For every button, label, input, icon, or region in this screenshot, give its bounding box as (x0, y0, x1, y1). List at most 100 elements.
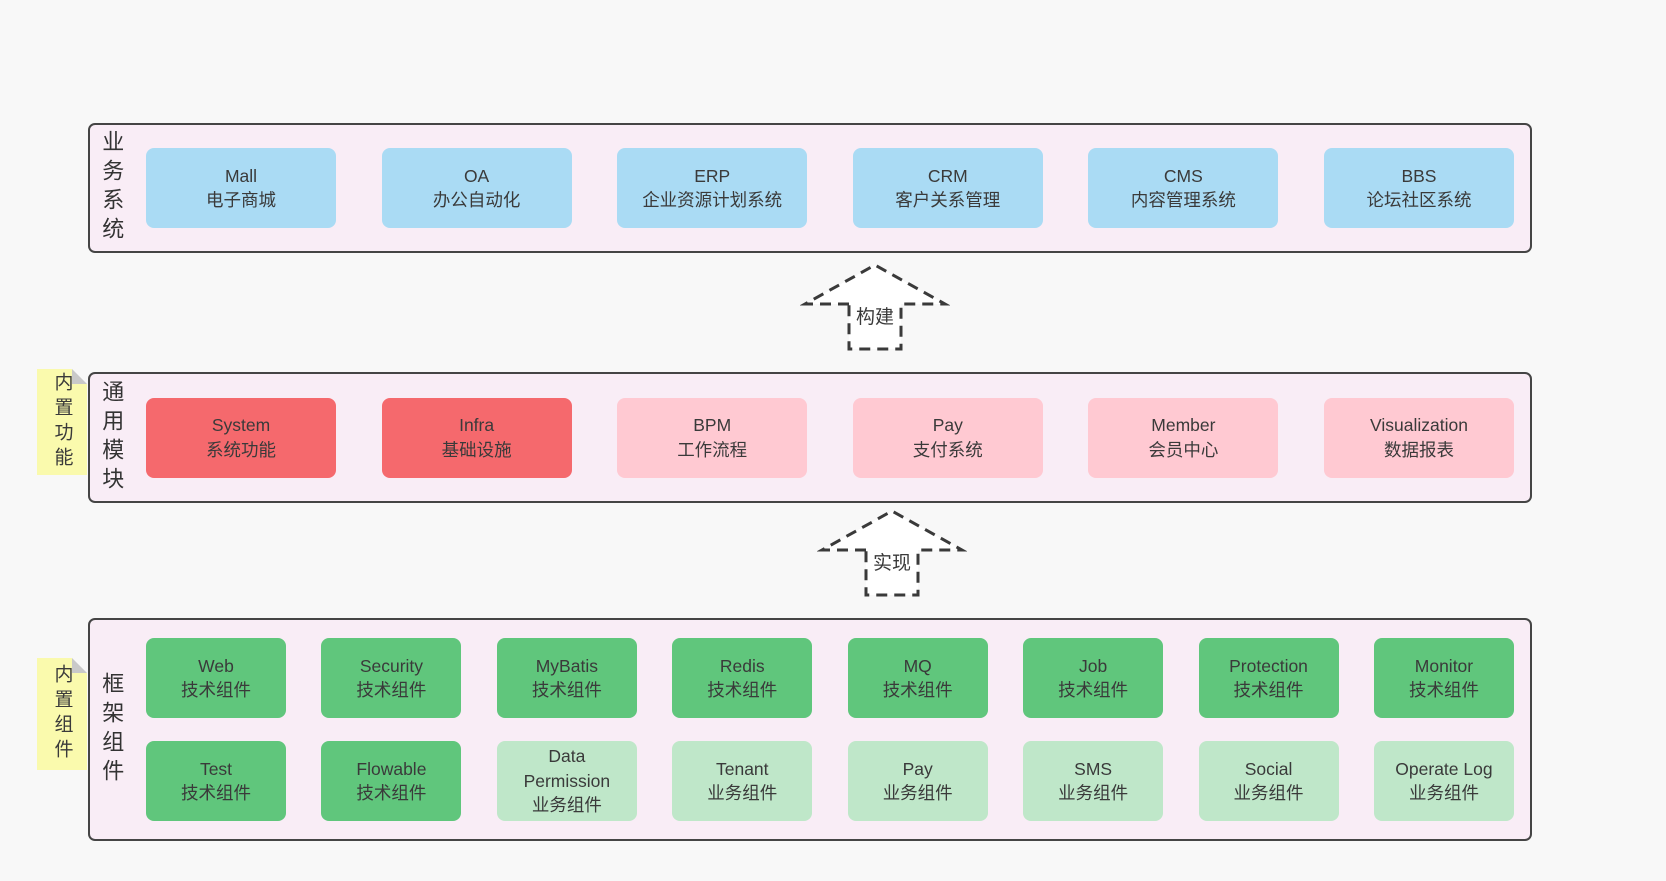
shape-operate-log: Operate Log 业务组件 (1373, 741, 1514, 821)
build-arrow: 构建 (800, 262, 950, 352)
box-subtitle: 技术组件 (531, 680, 602, 700)
layer-modules-label: 通用模块 (99, 379, 125, 496)
shape-flowable: Flowable 技术组件 (321, 741, 462, 821)
box-subtitle: 技术组件 (181, 680, 251, 700)
box-subtitle: 企业资源计划系统 (642, 190, 783, 210)
box-title: Social (1244, 758, 1293, 779)
box-subtitle: 技术组件 (356, 680, 427, 700)
box-subtitle: 电子商城 (206, 190, 276, 210)
box-subtitle: 客户关系管理 (895, 190, 1001, 210)
note-text: 内置功能 (51, 372, 73, 472)
shape-bbs: BBS 论坛社区系统 (1323, 148, 1514, 228)
box-subtitle: 技术组件 (1058, 680, 1129, 700)
box-title: ERP (694, 165, 731, 186)
box-title: Redis (719, 655, 765, 676)
box-title: Flowable (356, 758, 427, 779)
box-title: Pay (902, 758, 933, 779)
box-subtitle: 技术组件 (1233, 680, 1304, 700)
box-subtitle: 技术组件 (707, 680, 778, 700)
box-title: Job (1079, 655, 1108, 676)
box-title: Mall (224, 165, 258, 186)
box-title: Operate Log (1395, 758, 1493, 779)
box-subtitle: 技术组件 (181, 783, 251, 803)
shape-tenant: Tenant 业务组件 (672, 741, 813, 821)
box-subtitle: 业务组件 (1233, 783, 1304, 803)
box-title: Test (199, 758, 233, 779)
shape-pay: Pay 业务组件 (847, 741, 988, 821)
shape-mybatis: MyBatis 技术组件 (496, 638, 637, 718)
box-subtitle: 支付系统 (912, 439, 983, 460)
box-subtitle: 系统功能 (206, 439, 276, 460)
box-subtitle: 会员中心 (1148, 439, 1219, 460)
shape-web: Web 技术组件 (146, 638, 286, 718)
box-title: Web (198, 655, 234, 676)
box-subtitle: 业务组件 (1408, 783, 1479, 803)
shape-bpm: BPM 工作流程 (617, 397, 808, 478)
shape-monitor: Monitor 技术组件 (1373, 638, 1514, 718)
box-title: Tenant (715, 758, 769, 779)
box-subtitle: 办公自动化 (432, 190, 521, 210)
box-title: Infra (459, 415, 495, 435)
box-title: Data Permission (523, 746, 611, 791)
shape-infra: Infra 基础设施 (381, 397, 572, 478)
implement-arrow: 实现 (817, 508, 967, 598)
box-subtitle: 技术组件 (1408, 680, 1479, 700)
shape-protection: Protection 技术组件 (1198, 638, 1339, 718)
built-in-functions-note: 内置功能 (37, 369, 87, 475)
note-text: 内置组件 (51, 664, 73, 764)
box-subtitle: 业务组件 (1058, 783, 1129, 803)
box-title: CRM (927, 165, 968, 186)
shape-pay: Pay 支付系统 (852, 397, 1043, 478)
box-subtitle: 业务组件 (882, 783, 953, 803)
shape-erp: ERP 企业资源计划系统 (617, 148, 808, 228)
box-title: Pay (932, 415, 963, 435)
box-title: SMS (1074, 758, 1113, 779)
build-arrow-label: 构建 (853, 302, 897, 329)
box-subtitle: 数据报表 (1383, 439, 1454, 460)
box-subtitle: 技术组件 (356, 783, 427, 803)
shape-data-permission: Data Permission 业务组件 (496, 741, 637, 821)
shape-mall: Mall 电子商城 (146, 148, 336, 228)
shape-test: Test 技术组件 (146, 741, 286, 821)
shape-job: Job 技术组件 (1023, 638, 1164, 718)
shape-redis: Redis 技术组件 (672, 638, 813, 718)
box-subtitle: 内容管理系统 (1130, 190, 1236, 210)
shape-crm: CRM 客户关系管理 (852, 148, 1043, 228)
shape-social: Social 业务组件 (1198, 741, 1339, 821)
shape-sms: SMS 业务组件 (1023, 741, 1164, 821)
box-title: Visualization (1370, 415, 1468, 435)
layer-business-systems: 业务系统 Mall 电子商城 OA 办公自动化 ERP 企业资源计划系统 CRM 客户关系管理… (88, 123, 1532, 253)
box-title: BPM (693, 415, 732, 435)
shape-security: Security 技术组件 (321, 638, 462, 718)
box-title: Protection (1229, 655, 1308, 676)
box-subtitle: 业务组件 (707, 783, 778, 803)
implement-arrow-label: 实现 (870, 548, 914, 575)
box-title: Member (1151, 415, 1216, 435)
shape-visualization: Visualization 数据报表 (1323, 397, 1514, 478)
layer-business-label: 业务系统 (99, 130, 125, 246)
box-title: Security (359, 655, 424, 676)
box-title: MyBatis (535, 655, 598, 676)
box-subtitle: 技术组件 (882, 680, 953, 700)
box-subtitle: 工作流程 (677, 439, 748, 460)
box-title: Monitor (1414, 655, 1474, 676)
shape-member: Member 会员中心 (1088, 397, 1279, 478)
built-in-components-note: 内置组件 (37, 658, 87, 770)
box-title: OA (463, 165, 490, 186)
box-subtitle: 论坛社区系统 (1366, 190, 1472, 210)
box-subtitle: 基础设施 (441, 439, 512, 460)
shape-oa: OA 办公自动化 (381, 148, 572, 228)
box-title: BBS (1401, 165, 1437, 186)
box-subtitle: 业务组件 (531, 795, 602, 816)
